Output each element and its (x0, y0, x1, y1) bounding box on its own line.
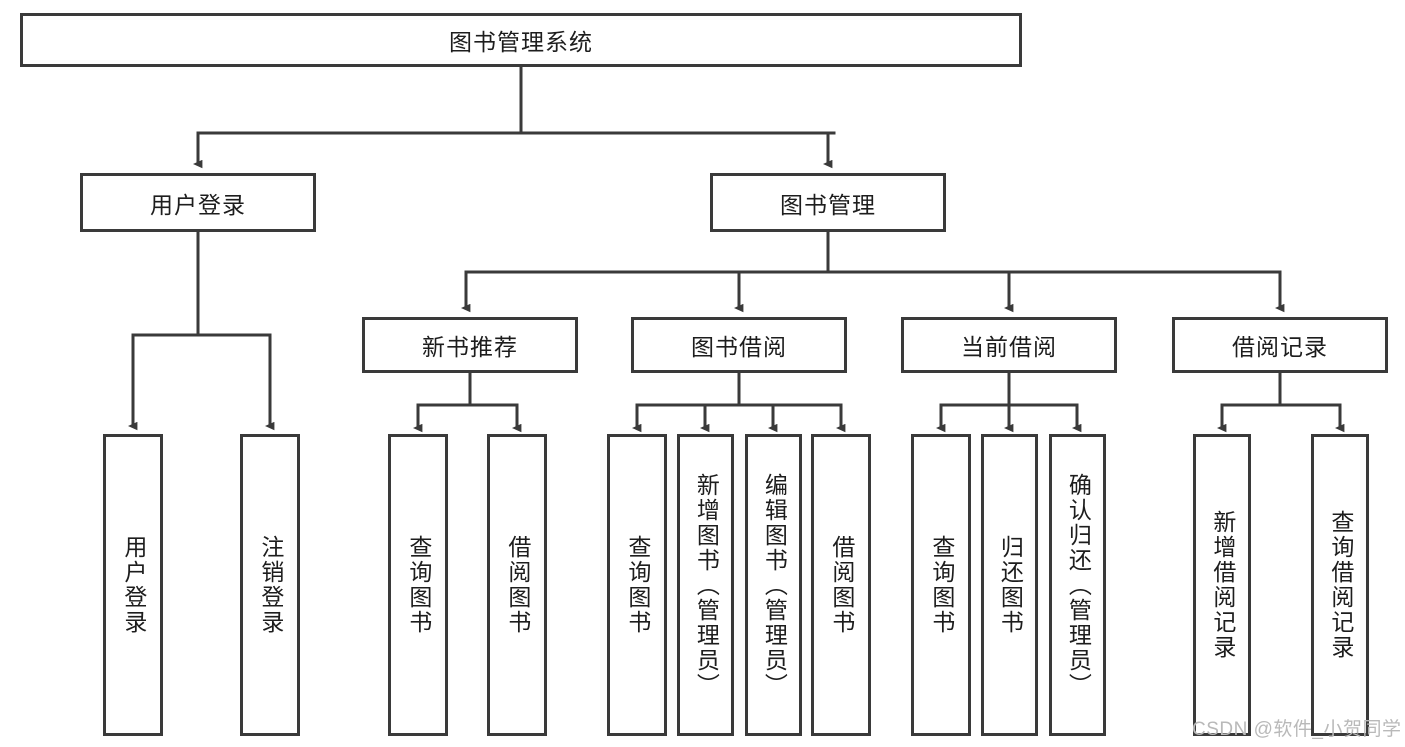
node-root-book-management-system[interactable]: 图书管理系统 (20, 13, 1022, 67)
node-leaf-query-borrow-record[interactable]: 查询借阅记录 (1311, 434, 1369, 736)
node-leaf-confirm-return-admin[interactable]: 确认归还（管理员） (1049, 434, 1106, 736)
node-label: 新增借阅记录 (1209, 510, 1236, 660)
node-label: 新书推荐 (422, 334, 518, 360)
node-current-borrow[interactable]: 当前借阅 (901, 317, 1117, 373)
node-label: 图书管理系统 (449, 29, 593, 55)
node-label: 用户登录 (120, 535, 147, 635)
node-label: 借阅图书 (828, 535, 855, 635)
node-book-management[interactable]: 图书管理 (710, 173, 946, 232)
node-leaf-add-book-admin[interactable]: 新增图书（管理员） (677, 434, 734, 736)
node-label: 新增图书（管理员） (693, 472, 720, 698)
node-label: 图书管理 (780, 191, 876, 218)
node-borrow-record[interactable]: 借阅记录 (1172, 317, 1388, 373)
node-label: 用户登录 (150, 191, 246, 218)
node-leaf-add-borrow-record[interactable]: 新增借阅记录 (1193, 434, 1251, 736)
node-user-login[interactable]: 用户登录 (80, 173, 316, 232)
node-label: 查询图书 (624, 535, 651, 635)
node-label: 查询图书 (405, 535, 432, 635)
node-new-book-recommend[interactable]: 新书推荐 (362, 317, 578, 373)
node-label: 查询图书 (928, 535, 955, 635)
node-leaf-user-login[interactable]: 用户登录 (103, 434, 163, 736)
node-label: 当前借阅 (961, 334, 1057, 360)
node-label: 图书借阅 (691, 334, 787, 360)
node-leaf-logout[interactable]: 注销登录 (240, 434, 300, 736)
node-leaf-borrow-book-recommend[interactable]: 借阅图书 (487, 434, 547, 736)
node-label: 确认归还（管理员） (1065, 472, 1092, 698)
node-leaf-query-book-recommend[interactable]: 查询图书 (388, 434, 448, 736)
csdn-watermark: CSDN @软件_小贺同学 (1192, 719, 1402, 740)
node-book-borrow[interactable]: 图书借阅 (631, 317, 847, 373)
node-leaf-return-book[interactable]: 归还图书 (981, 434, 1038, 736)
node-label: 编辑图书（管理员） (761, 472, 788, 698)
node-label: 注销登录 (257, 535, 284, 635)
node-leaf-edit-book-admin[interactable]: 编辑图书（管理员） (745, 434, 802, 736)
node-label: 借阅记录 (1232, 334, 1328, 360)
node-leaf-borrow-book[interactable]: 借阅图书 (811, 434, 871, 736)
node-leaf-query-book-current[interactable]: 查询图书 (911, 434, 971, 736)
node-label: 归还图书 (997, 535, 1024, 635)
node-label: 查询借阅记录 (1327, 510, 1354, 660)
node-leaf-query-book-borrow[interactable]: 查询图书 (607, 434, 667, 736)
node-label: 借阅图书 (504, 535, 531, 635)
